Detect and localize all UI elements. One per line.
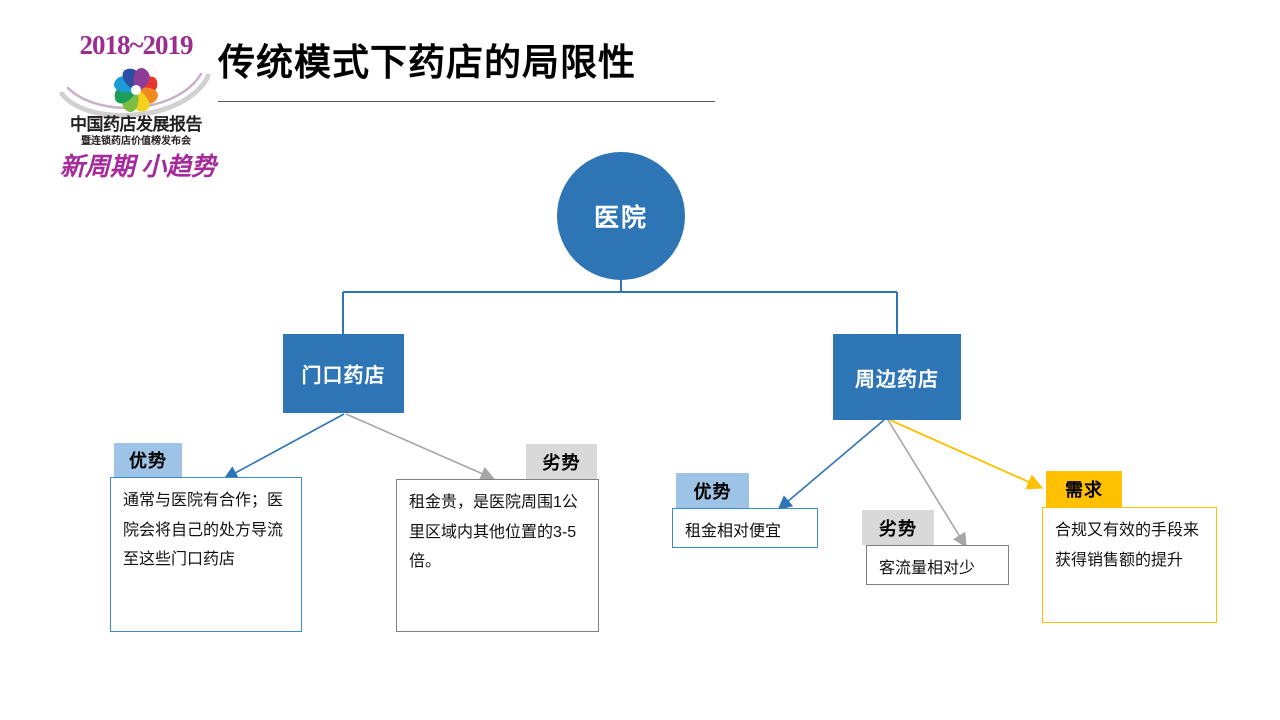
connector-root-to-branches [342, 280, 898, 334]
logo-main-text: 中国药店发展报告 [70, 115, 203, 134]
callout-disadvantage-right: 客流量相对少 [866, 545, 1009, 585]
logo-year-text: 2018~2019 [79, 30, 193, 60]
callout-advantage-right: 租金相对便宜 [672, 508, 818, 548]
title-underline-divider [218, 101, 715, 102]
node-gate-pharmacy[interactable]: 门口药店 [283, 334, 404, 413]
connector-gate-to-advantage [223, 413, 345, 480]
page-title: 传统模式下药店的局限性 [218, 42, 636, 83]
logo-sub-text: 暨连锁药店价值榜发布会 [81, 136, 191, 147]
report-logo: 2018~2019 中国药店发展报告 暨连锁药店价值榜发布会 新周期 小趋势 [52, 32, 220, 202]
logo-slogan-text: 新周期 小趋势 [59, 154, 217, 181]
callout-disadvantage-left: 租金贵，是医院周围1公里区域内其他位置的3-5倍。 [396, 479, 599, 632]
badge-disadvantage-left: 劣势 [526, 444, 597, 479]
node-hospital[interactable]: 医院 [557, 152, 685, 280]
badge-demand: 需求 [1046, 471, 1122, 507]
connector-nearby-to-demand [889, 419, 1044, 490]
badge-advantage-right: 优势 [676, 473, 749, 508]
badge-disadvantage-right: 劣势 [862, 510, 934, 545]
connector-gate-to-disadvantage [345, 413, 495, 481]
connector-nearby-to-advantage [777, 419, 885, 511]
callout-advantage-left: 通常与医院有合作；医院会将自己的处方导流至这些门口药店 [110, 477, 302, 632]
badge-advantage-left: 优势 [114, 443, 182, 477]
pinwheel-icon [114, 68, 158, 112]
callout-demand: 合规又有效的手段来获得销售额的提升 [1042, 507, 1217, 623]
node-nearby-pharmacy[interactable]: 周边药店 [833, 334, 961, 420]
